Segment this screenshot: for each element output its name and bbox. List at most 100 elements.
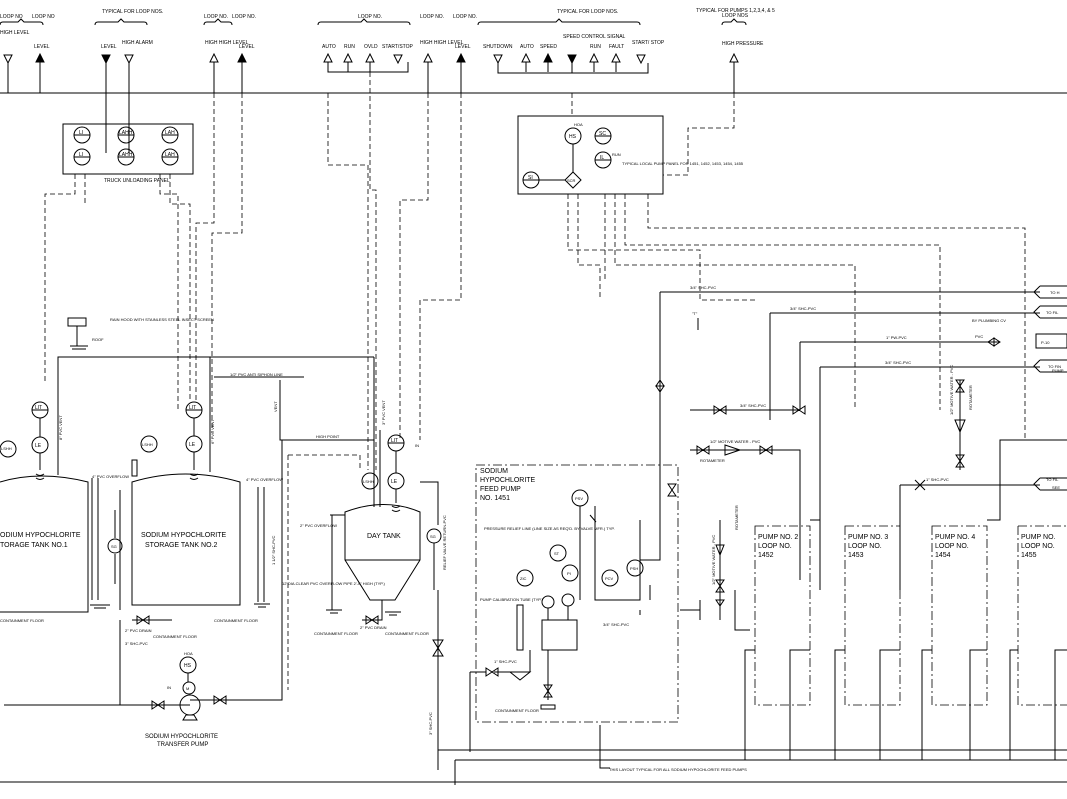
signal-label: LEVEL — [239, 44, 255, 50]
typical-loop-nos-label: TYPICAL FOR LOOP NOS. — [102, 9, 163, 15]
lah-tag: LAH — [165, 130, 175, 136]
zic-tag: ZIC — [520, 576, 527, 581]
lahh-tag: LAHH — [119, 152, 133, 158]
overflow-label: 2" PVC OVERFLOW — [300, 523, 337, 528]
si-tag: SI — [528, 175, 533, 181]
loop-no-label: LOOP NO. — [420, 14, 444, 20]
loop-no-label: LOOP NO — [32, 14, 55, 20]
rotameter-label: ROTAMETER — [968, 385, 973, 410]
signal-line — [663, 93, 735, 176]
signal-line — [577, 194, 601, 300]
signal-line — [399, 93, 429, 440]
storage-tank-2: SODIUM HYPOCHLORITE STORAGE TANK NO.2 LS… — [4, 357, 386, 706]
le-tag: LE — [35, 443, 42, 449]
brace — [94, 18, 148, 26]
relief-note: PRESSURE RELIEF LINE (LINE SIZE AS REQ'D… — [484, 526, 615, 531]
pump-label: 1454 — [935, 552, 951, 559]
pipe-label: 1/2" MOTIVE WATER - PVC — [711, 535, 716, 585]
drain-label: 2" PVC DRAIN — [125, 628, 152, 633]
signal-label: SPEED — [540, 44, 557, 50]
sg-tag: SG — [111, 544, 117, 549]
li-tag: LI — [79, 152, 83, 158]
le-tag: LE — [189, 442, 196, 448]
pipe-label: 1/2" MOTIVE WATER - PVC — [710, 439, 760, 444]
pcv-tag: PCV — [605, 576, 614, 581]
pipe-label: 1 1/2" SHC-PVC — [271, 535, 276, 565]
local-pump-panel: HOA HS SC RUN IL SI SCR TYPICAL LOCAL PU… — [517, 115, 744, 195]
overflow-note: 12"DIA.CLEAR PVC OVERFLOW PIPE 2'-0" HIG… — [282, 581, 386, 586]
motor-tag: M — [186, 686, 189, 691]
signal-line — [369, 72, 377, 470]
destination-label: TO H — [1050, 290, 1060, 295]
tank-label: TORAGE TANK NO.1 — [0, 542, 68, 549]
pump-label: LOOP NO. — [848, 543, 882, 550]
signal-line — [288, 454, 361, 470]
pump-1453: PUMP NO. 3 LOOP NO. 1453 — [834, 525, 901, 760]
tank-label: ODIUM HYPOCHLORITE — [0, 532, 81, 539]
tee-label: "T" — [692, 311, 698, 316]
signal-line — [614, 194, 856, 410]
pump-label: SODIUM HYPOCHLORITE — [145, 734, 218, 740]
signal-line — [567, 194, 755, 301]
loop-no-label: LOOP NO. — [204, 14, 228, 20]
destination-label: SEE — [1052, 485, 1060, 490]
pump-1454: PUMP NO. 4 LOOP NO. 1454 — [921, 525, 988, 760]
pump-label: PUMP NO. 3 — [848, 534, 888, 541]
lshh-tag: LSHH — [1, 446, 12, 451]
tank-label: SODIUM HYPOCHLORITE — [141, 532, 227, 539]
vent-label: 8" PVC VENT — [58, 415, 63, 440]
lshh-tag: LSHH — [142, 442, 153, 447]
lshh-tag: LSHH — [363, 479, 374, 484]
day-tank: DAY TANK LSHH LIT LE 3" PVC VENT IN SG R… — [300, 357, 447, 770]
signal-label: SPEED CONTROL SIGNAL — [563, 34, 626, 40]
pipe-label: 1/2" PVC ANTI SIPHON LINE — [230, 372, 283, 377]
rotameter-label: ROTAMETER — [700, 458, 725, 463]
signal-label: HIGH ALARM — [122, 40, 153, 46]
pipe-label: 1" PW-PVC — [886, 335, 907, 340]
psv-tag: PSV — [575, 496, 583, 501]
lah-tag: LAH — [165, 152, 175, 158]
signal-label: HIGH LEVEL — [0, 30, 30, 36]
st-tag: ST — [554, 551, 560, 556]
hoa-tag: HOA — [184, 651, 193, 656]
pump-1452: PUMP NO. 2 LOOP NO. 1452 — [744, 525, 811, 760]
storage-tank-1: ODIUM HYPOCHLORITE TORAGE TANK NO.1 LSHH… — [0, 356, 374, 623]
brace — [0, 18, 44, 26]
tank-label: DAY TANK — [367, 533, 401, 540]
pipe-label: 1" SHC-PVC — [494, 659, 517, 664]
pump-label: PUMP NO. — [1021, 534, 1056, 541]
lit-tag: LIT — [189, 405, 196, 411]
signal-label: RUN — [590, 44, 601, 50]
overflow-label: 4" PVC OVERFLOW — [92, 474, 129, 479]
pipe-label: RELIEF VALVE RETURN-PVC — [442, 515, 447, 570]
signal-line — [419, 93, 462, 440]
signal-label: LEVEL — [101, 44, 117, 50]
panel-instruments: LI LI LAHH LAHH LAH LAH — [73, 126, 179, 166]
destination-label: PUMP — [1052, 368, 1064, 373]
psh-tag: PSH — [630, 566, 638, 571]
signal-label: START/STOP — [382, 44, 414, 50]
signal-label: RUN — [344, 44, 355, 50]
pump-boxes: PUMP NO. 2 LOOP NO. 1452 PUMP NO. 3 LOOP… — [744, 439, 1067, 760]
run-label: RUN — [612, 152, 621, 157]
signal-line — [624, 194, 941, 410]
loop-no-label: LOOP NO. — [358, 14, 382, 20]
overflow-label: 4" PVC OVERFLOW — [246, 477, 283, 482]
suction-header — [438, 749, 1067, 785]
discharge-lines: 3/4" SHC-PVC TO H 3/4" SHC-PVC TO FIL 1"… — [640, 285, 1067, 631]
typical-pumps-label: TYPICAL FOR PUMPS 1,2,3,4, & 5 — [696, 8, 775, 14]
le-tag: LE — [391, 479, 398, 485]
pump-label: NO. 1451 — [480, 495, 510, 502]
lit-tag: LIT — [35, 405, 42, 411]
pipe-label: 3/4" SHC-PVC — [690, 285, 716, 290]
pump-label: PUMP NO. 4 — [935, 534, 975, 541]
pi-tag: PI — [567, 571, 571, 576]
typical-pumps-sub: LOOP NOS — [722, 13, 749, 19]
pump-label: 1452 — [758, 552, 774, 559]
pump-label: PUMP NO. 2 — [758, 534, 798, 541]
li-tag: LI — [79, 130, 83, 136]
calibration-note: PUMP CALIBRATION TUBE (TYP.) — [480, 597, 543, 602]
panel-caption: TRUCK UNLOADING PANEL — [104, 178, 170, 184]
pump-label: HYPOCHLORITE — [480, 477, 536, 484]
